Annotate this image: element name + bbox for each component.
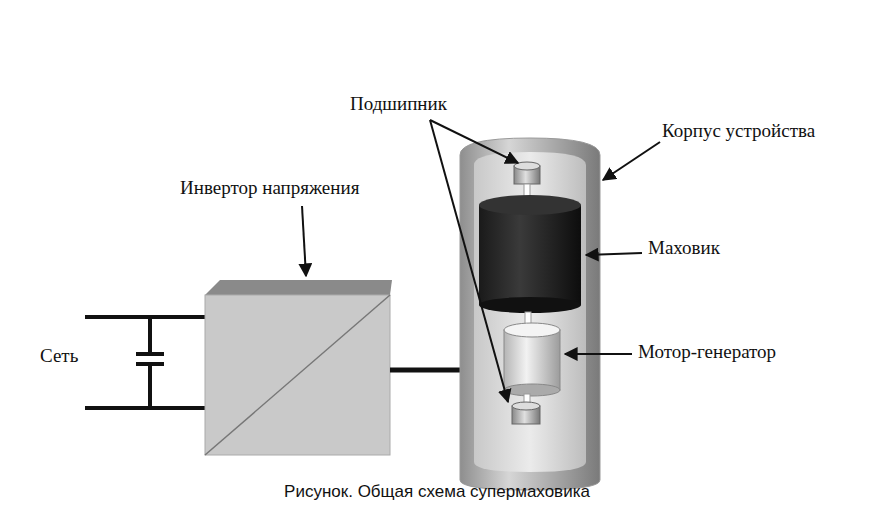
leader-arrows — [302, 120, 660, 402]
part-label: Мотор-генератор — [638, 342, 776, 363]
inverter-box — [205, 280, 392, 455]
grid-wires — [85, 317, 212, 408]
part-label: Подшипник — [350, 94, 447, 115]
part-label: Корпус устройства — [662, 121, 815, 142]
device-housing — [460, 138, 600, 490]
part-label: Инвертор напряжения — [180, 178, 359, 199]
top-bearing — [514, 162, 540, 198]
part-label: Сеть — [40, 346, 78, 367]
bottom-bearing — [512, 402, 540, 424]
flywheel — [479, 195, 581, 313]
motor-generator — [504, 312, 560, 404]
figure-caption: Рисунок. Общая схема супермаховика — [284, 483, 590, 502]
part-label: Маховик — [648, 238, 720, 259]
